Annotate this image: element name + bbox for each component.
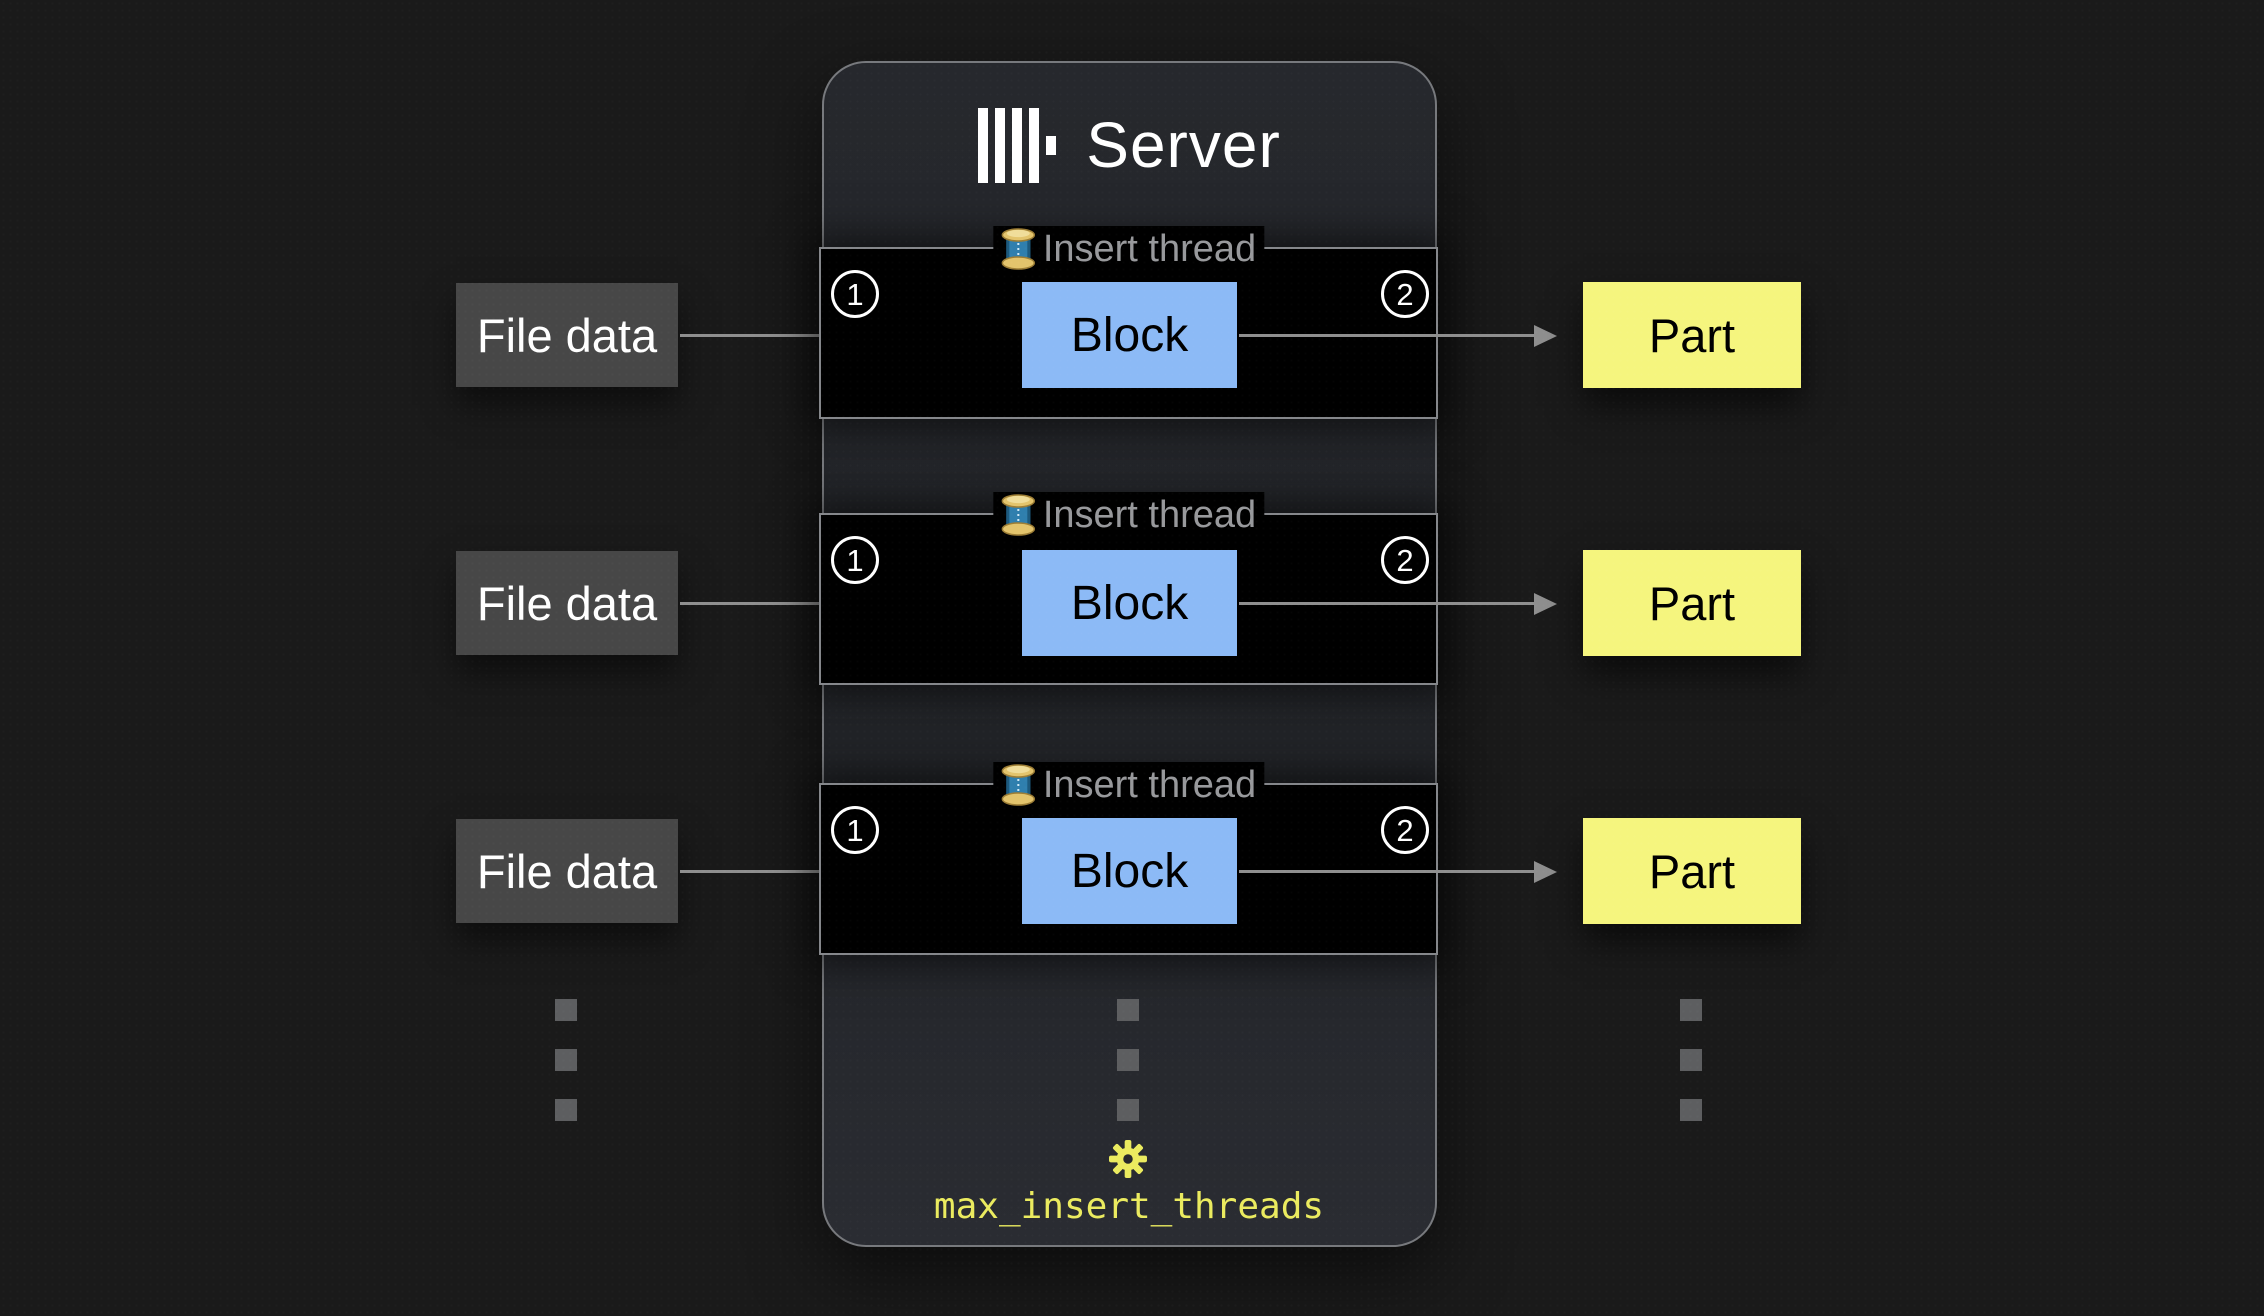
arrow-block-to-part bbox=[1239, 334, 1534, 337]
ellipsis-threads bbox=[1117, 999, 1139, 1121]
thread-spool-icon bbox=[1001, 764, 1035, 806]
insert-thread-legend: Insert thread bbox=[992, 226, 1265, 272]
part-box: Part bbox=[1583, 282, 1801, 388]
arrow-block-to-part bbox=[1239, 870, 1534, 873]
part-label: Part bbox=[1648, 308, 1736, 362]
block-box: Block bbox=[1022, 282, 1237, 388]
thread-spool-icon bbox=[1001, 228, 1035, 270]
insert-thread-label: Insert thread bbox=[1042, 764, 1257, 806]
gear-icon bbox=[1109, 1140, 1147, 1178]
file-data-label: File data bbox=[476, 308, 658, 362]
ellipsis-dot bbox=[1117, 999, 1139, 1021]
ellipsis-dot bbox=[555, 999, 577, 1021]
insert-thread-label: Insert thread bbox=[1042, 228, 1257, 270]
step-1-badge: 1 bbox=[831, 270, 879, 318]
max-insert-threads-label: max_insert_threads bbox=[933, 1186, 1325, 1227]
step-2-badge: 2 bbox=[1381, 270, 1429, 318]
block-box: Block bbox=[1022, 550, 1237, 656]
insert-thread-legend: Insert thread bbox=[992, 762, 1265, 808]
block-label: Block bbox=[1070, 308, 1189, 362]
step-1-badge: 1 bbox=[831, 806, 879, 854]
insert-thread-label: Insert thread bbox=[1042, 494, 1257, 536]
part-box: Part bbox=[1583, 550, 1801, 656]
server-title: Server bbox=[1086, 109, 1281, 181]
ellipsis-dot bbox=[1680, 999, 1702, 1021]
ellipsis-dot bbox=[1117, 1049, 1139, 1071]
step-1-badge: 1 bbox=[831, 536, 879, 584]
file-data-box: File data bbox=[456, 551, 678, 655]
part-label: Part bbox=[1648, 576, 1736, 630]
file-data-label: File data bbox=[476, 844, 658, 898]
ellipsis-dot bbox=[555, 1049, 577, 1071]
ellipsis-outputs bbox=[1680, 999, 1702, 1121]
insert-thread-legend: Insert thread bbox=[992, 492, 1265, 538]
step-2-badge: 2 bbox=[1381, 806, 1429, 854]
ellipsis-dot bbox=[555, 1099, 577, 1121]
file-data-box: File data bbox=[456, 819, 678, 923]
step-2-badge: 2 bbox=[1381, 536, 1429, 584]
clickhouse-logo-icon bbox=[978, 107, 1057, 183]
block-label: Block bbox=[1070, 576, 1189, 630]
file-data-box: File data bbox=[456, 283, 678, 387]
block-box: Block bbox=[1022, 818, 1237, 924]
thread-spool-icon bbox=[1001, 494, 1035, 536]
ellipsis-dot bbox=[1680, 1099, 1702, 1121]
part-box: Part bbox=[1583, 818, 1801, 924]
part-label: Part bbox=[1648, 844, 1736, 898]
ellipsis-dot bbox=[1680, 1049, 1702, 1071]
ellipsis-dot bbox=[1117, 1099, 1139, 1121]
block-label: Block bbox=[1070, 844, 1189, 898]
ellipsis-inputs bbox=[555, 999, 577, 1121]
arrow-block-to-part bbox=[1239, 602, 1534, 605]
file-data-label: File data bbox=[476, 576, 658, 630]
server-header: Server bbox=[824, 105, 1435, 185]
